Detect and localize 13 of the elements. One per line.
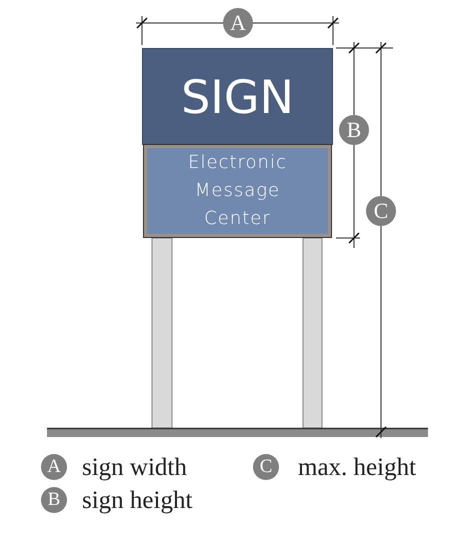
panel-text: SIGN <box>180 74 295 120</box>
legend-text: sign width <box>82 455 187 480</box>
callout-letter: C <box>253 454 279 480</box>
callout-letter: C <box>366 196 396 226</box>
message-panel <box>144 145 331 237</box>
callout-letter: A <box>41 454 67 480</box>
sign-panel <box>142 48 333 145</box>
legend-text: sign height <box>82 488 192 513</box>
legend-text: max. height <box>298 455 416 480</box>
callout-letter: A <box>223 8 253 38</box>
callout-letter: B <box>41 487 67 513</box>
panel-text: Electronic Message Center <box>187 151 288 231</box>
callout-letter: B <box>339 115 369 145</box>
